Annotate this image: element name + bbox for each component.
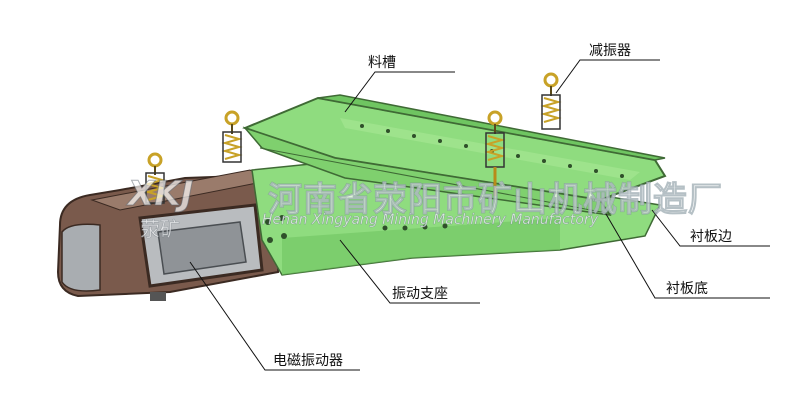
leader-support	[339, 239, 480, 304]
svg-text:荥矿: 荥矿	[140, 217, 180, 241]
leader-exciter	[189, 261, 360, 371]
spring-damper-right-2	[540, 72, 562, 130]
spring-damper-right-1	[484, 110, 506, 196]
label-exciter: 电磁振动器	[273, 353, 343, 369]
spring-damper-left-1	[144, 152, 166, 204]
exciter-housing	[56, 169, 284, 301]
watermark-company-en: Henan Xingyang Mining Machinery Manufact…	[262, 212, 599, 229]
mount-bolt	[150, 292, 166, 301]
svg-text:XKJ: XKJ	[126, 174, 193, 214]
label-liner-side: 衬板边	[690, 229, 732, 245]
vibration-support	[251, 157, 662, 276]
watermark-logo: XKJ 荥矿	[126, 174, 194, 242]
spring-damper-left-2	[221, 110, 243, 163]
leader-lines	[189, 59, 770, 371]
leader-liner-bottom	[605, 213, 770, 299]
label-liner-bottom: 衬板底	[666, 281, 708, 297]
leader-liner-side	[651, 209, 770, 247]
leader-trough	[344, 71, 455, 113]
trough	[242, 94, 667, 216]
label-support: 振动支座	[392, 286, 448, 302]
watermark-company-cn: 河南省荥阳市矿山机械制造厂	[268, 180, 723, 221]
trough-rivets	[360, 124, 624, 178]
label-trough: 料槽	[368, 55, 396, 71]
label-damper: 减振器	[589, 43, 631, 59]
leader-damper	[555, 59, 660, 94]
